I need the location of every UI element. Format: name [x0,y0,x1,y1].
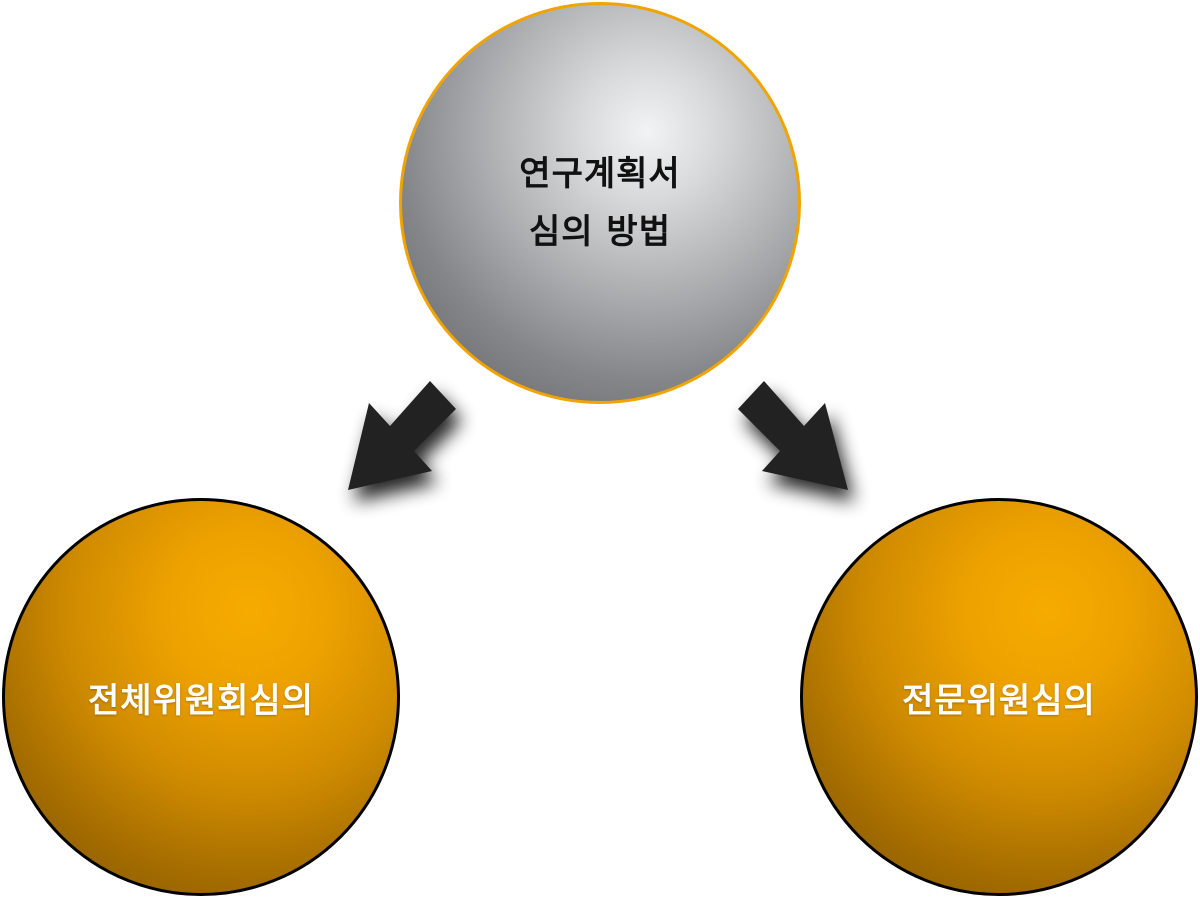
left-node-sphere: 전체위원회심의 [2,498,400,896]
top-node-line-2: 심의 방법 [529,212,671,252]
top-node-sphere: 연구계획서 심의 방법 [399,2,801,404]
arrow-down-left-icon [348,381,456,490]
left-node-label: 전체위원회심의 [88,680,314,721]
top-node-line-1: 연구계획서 [519,154,681,194]
arrow-down-right-icon [738,381,848,490]
right-node-label: 전문위원심의 [902,680,1096,721]
right-node-sphere: 전문위원심의 [800,498,1198,896]
